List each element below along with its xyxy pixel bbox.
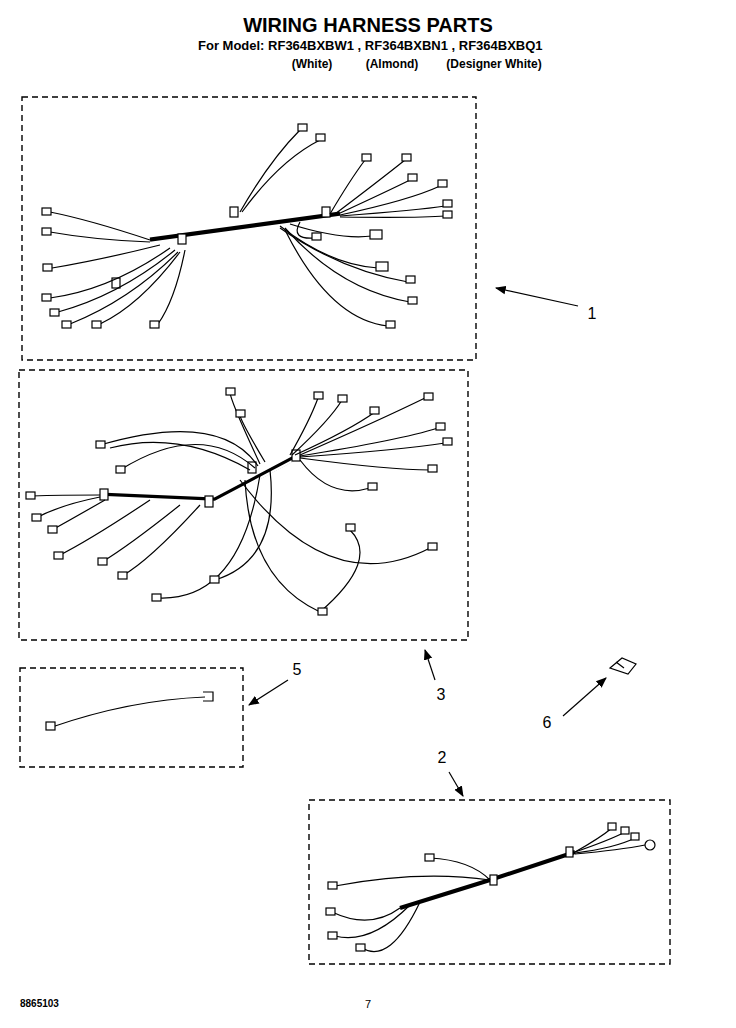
callout-number: 6 [543,714,552,732]
callout-number: 1 [588,305,597,323]
page-title: WIRING HARNESS PARTS [243,14,493,37]
callout-number: 2 [438,749,447,767]
color-name: (Almond) [366,57,419,71]
dashed-frame [19,97,670,964]
harness-1 [42,124,452,328]
harness-3 [26,388,452,615]
harness-2 [326,823,655,952]
model-list: For Model: RF364BXBW1 , RF364BXBN1 , RF3… [198,38,543,53]
document-number: 8865103 [20,998,59,1009]
wire-5 [46,692,213,730]
callout-number: 5 [293,661,302,679]
callout-number: 3 [437,686,446,704]
color-name: (White) [292,57,333,71]
page-number: 7 [365,998,371,1010]
color-name: (Designer White) [446,57,541,71]
clip-part [610,658,636,674]
